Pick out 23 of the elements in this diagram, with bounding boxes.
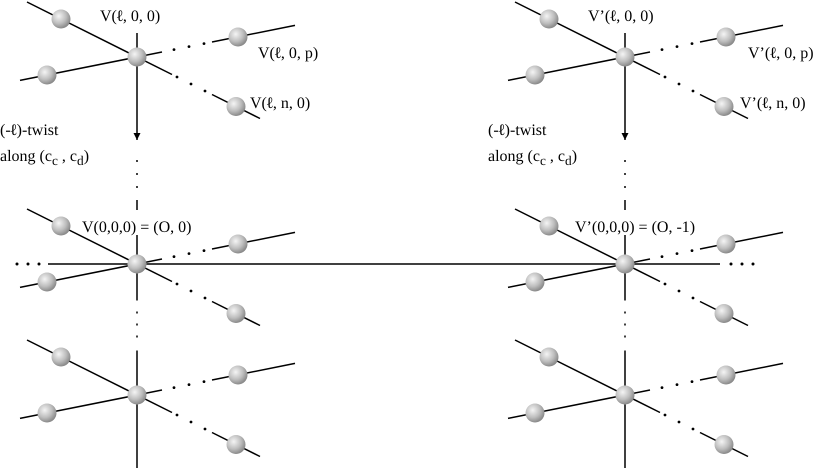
vertex-label: V(ℓ, n, 0) <box>250 94 310 114</box>
vertex-label: V(ℓ, 0, 0) <box>100 7 160 26</box>
vertex-label: V’(ℓ, n, 0) <box>740 94 806 114</box>
edge-label: (-ℓ)-twist along (c$_{c}$ , c$_{d}$) <box>488 121 578 171</box>
edge-label: (-ℓ)-twist along (c$_{c}$ , c$_{d}$) <box>0 121 90 171</box>
vertex-label: V’(ℓ, 0, p) <box>748 44 814 64</box>
vertex-ball <box>128 48 146 66</box>
dotted-line <box>136 160 138 254</box>
dotted-line <box>624 274 626 386</box>
vertex-label: V’(0,0,0) = (O, -1) <box>575 218 696 238</box>
connector-line <box>146 263 616 265</box>
vertex-ball <box>616 386 634 404</box>
vertex-label: V(ℓ, 0, p) <box>258 44 318 64</box>
vertex-ball <box>128 254 146 274</box>
vertex-ball <box>128 386 146 404</box>
arrow <box>622 66 628 140</box>
vertex-label: V(0,0,0) = (O, 0) <box>82 218 192 238</box>
vertex-ball <box>616 254 634 274</box>
dotted-line <box>136 274 138 386</box>
vertex-ball <box>616 48 634 66</box>
arrow <box>134 66 140 140</box>
dotted-line <box>624 160 626 254</box>
vertex-label: V’(ℓ, 0, 0) <box>588 7 654 26</box>
